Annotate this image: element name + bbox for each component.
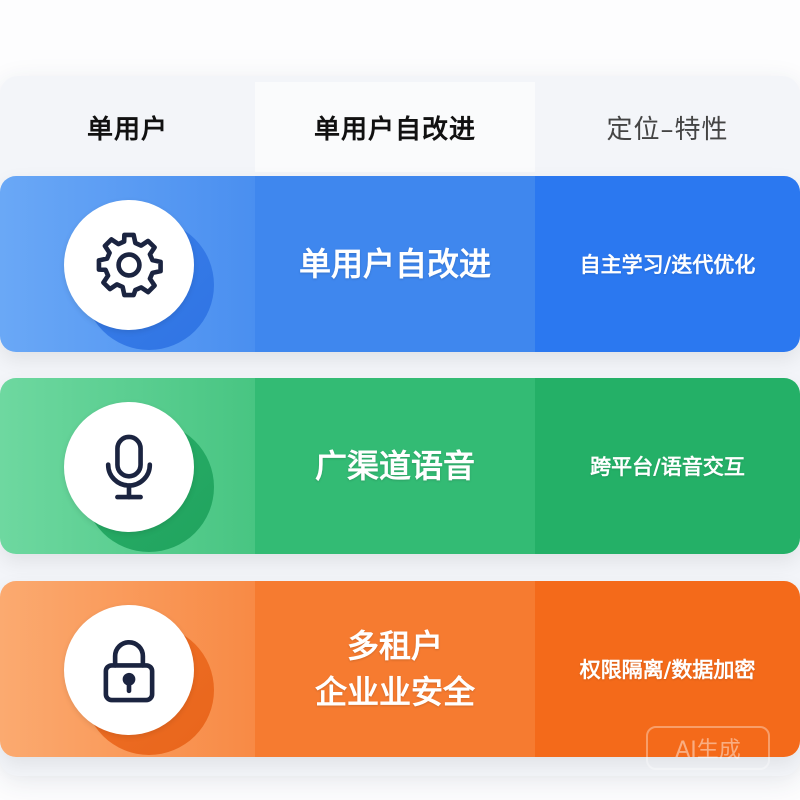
row-multi-tenant: 多租户 企业业安全 权限隔离/数据加密 bbox=[0, 581, 800, 757]
lock-icon bbox=[64, 605, 194, 735]
header-col-3: 定位–特性 bbox=[606, 114, 729, 145]
ai-generated-watermark: AI生成 bbox=[646, 726, 770, 770]
row-icon-cell bbox=[0, 581, 255, 757]
table-header: 单用户 单用户自改进 定位–特性 bbox=[0, 82, 800, 172]
header-col-1: 单用户 bbox=[86, 114, 168, 145]
row-title-cell: 广渠道语音 bbox=[255, 378, 535, 554]
row-feature: 跨平台/语音交互 bbox=[590, 455, 745, 479]
header-col-2: 单用户自改进 bbox=[255, 82, 535, 172]
row-title: 多租户 企业业安全 bbox=[314, 626, 475, 711]
row-voice: 广渠道语音 跨平台/语音交互 bbox=[0, 378, 800, 554]
row-feature: 自主学习/迭代优化 bbox=[579, 253, 756, 277]
microphone-icon bbox=[64, 402, 194, 532]
row-icon-cell bbox=[0, 176, 255, 352]
row-icon-cell bbox=[0, 378, 255, 554]
gear-icon bbox=[64, 200, 194, 330]
row-feature-cell: 权限隔离/数据加密 bbox=[535, 581, 800, 757]
row-title-cell: 单用户自改进 bbox=[255, 176, 535, 352]
row-feature-cell: 自主学习/迭代优化 bbox=[535, 176, 800, 352]
row-self-improve: 单用户自改进 自主学习/迭代优化 bbox=[0, 176, 800, 352]
row-title: 单用户自改进 bbox=[298, 244, 491, 283]
row-title-cell: 多租户 企业业安全 bbox=[255, 581, 535, 757]
row-title: 广渠道语音 bbox=[314, 446, 475, 485]
row-feature-cell: 跨平台/语音交互 bbox=[535, 378, 800, 554]
row-feature: 权限隔离/数据加密 bbox=[579, 658, 756, 682]
